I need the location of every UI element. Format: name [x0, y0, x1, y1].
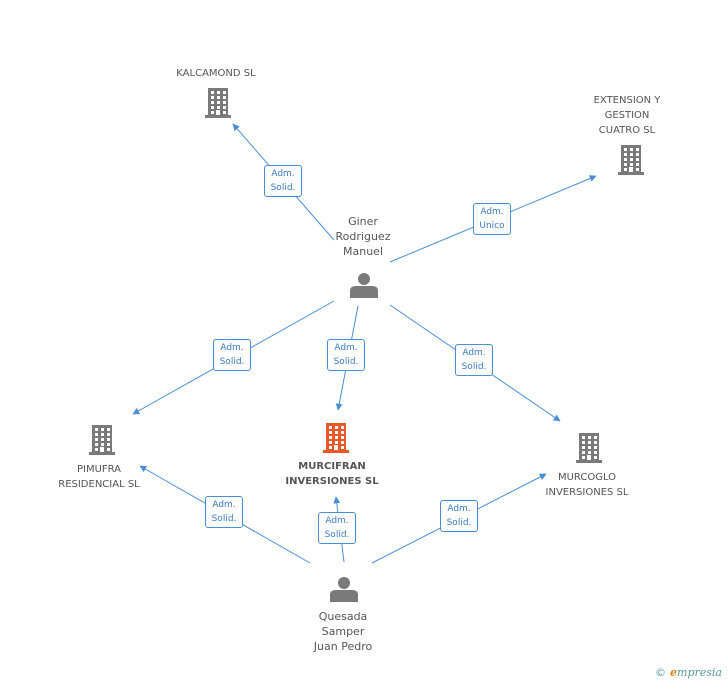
company-label-line: CUATRO SL [598, 125, 656, 136]
company-label-extension[interactable]: EXTENSION Y GESTION CUATRO SL [594, 93, 661, 138]
company-label-murcifran[interactable]: MURCIFRAN INVERSIONES SL [285, 459, 378, 489]
company-label-line: EXTENSION Y [593, 95, 661, 106]
edge-label-giner-pimufra[interactable]: Adm. Solid. [213, 339, 251, 371]
edge-label-line: Unico [479, 221, 505, 231]
edge-label-quesada-murcoglo[interactable]: Adm. Solid. [440, 500, 478, 532]
murcoglo-building-icon[interactable] [576, 433, 602, 463]
person-label-line: Rodriguez [335, 230, 391, 243]
pimufra-building-icon[interactable] [89, 425, 115, 455]
edge-label-giner-kalcamond[interactable]: Adm. Solid. [264, 165, 302, 197]
edge-label-quesada-murcifran[interactable]: Adm. Solid. [318, 512, 356, 544]
edge-label-line: Solid. [333, 357, 359, 367]
edge-label-line: Adm. [220, 343, 244, 353]
edge-label-line: Adm. [447, 504, 471, 514]
company-label-kalcamond[interactable]: KALCAMOND SL [176, 66, 255, 81]
edge-label-line: Solid. [211, 514, 237, 524]
person-label-line: Quesada [318, 610, 368, 623]
edge-label-line: Adm. [480, 207, 504, 217]
edge-label-line: Adm. [334, 343, 358, 353]
company-label-pimufra[interactable]: PIMUFRA RESIDENCIAL SL [58, 462, 140, 492]
kalcamond-building-icon[interactable] [205, 88, 231, 118]
edge-label-line: Adm. [462, 348, 486, 358]
person-label-line: Giner [348, 215, 378, 228]
copyright-symbol: © [655, 666, 667, 679]
edge-label-giner-murcifran[interactable]: Adm. Solid. [327, 339, 365, 371]
quesada-person-icon[interactable] [330, 577, 358, 602]
company-label-line: GESTION [604, 110, 650, 121]
edge-label-line: Solid. [461, 362, 487, 372]
murcifran-building-icon[interactable] [323, 423, 349, 453]
edge-label-giner-extension[interactable]: Adm. Unico [473, 203, 511, 235]
edge-label-line: Solid. [324, 530, 350, 540]
giner-person-icon[interactable] [350, 273, 378, 298]
person-label-line: Manuel [343, 245, 383, 258]
edge-label-quesada-pimufra[interactable]: Adm. Solid. [205, 496, 243, 528]
company-label-line: MURCIFRAN [298, 461, 366, 472]
edge-label-line: Adm. [325, 516, 349, 526]
company-label-line: INVERSIONES SL [545, 487, 629, 498]
company-label-line: MURCOGLO [557, 472, 617, 483]
extension-building-icon[interactable] [618, 145, 644, 175]
person-label-line: Juan Pedro [313, 640, 373, 653]
edge-label-line: Solid. [219, 357, 245, 367]
edge-label-line: Solid. [446, 518, 472, 528]
logo-text: mpresia [677, 666, 722, 679]
edge-label-line: Adm. [212, 500, 236, 510]
logo-initial: e [670, 666, 678, 679]
company-label-line: KALCAMOND SL [176, 68, 256, 79]
edge-label-giner-murcoglo[interactable]: Adm. Solid. [455, 344, 493, 376]
company-label-line: RESIDENCIAL SL [58, 479, 140, 490]
company-label-line: PIMUFRA [76, 464, 122, 475]
edge-label-line: Adm. [271, 169, 295, 179]
person-label-line: Samper [321, 625, 365, 638]
company-label-line: INVERSIONES SL [285, 476, 379, 487]
empresia-logo[interactable]: ©empresia [655, 666, 722, 679]
company-label-murcoglo[interactable]: MURCOGLO INVERSIONES SL [546, 470, 629, 500]
edge-label-line: Solid. [270, 183, 296, 193]
